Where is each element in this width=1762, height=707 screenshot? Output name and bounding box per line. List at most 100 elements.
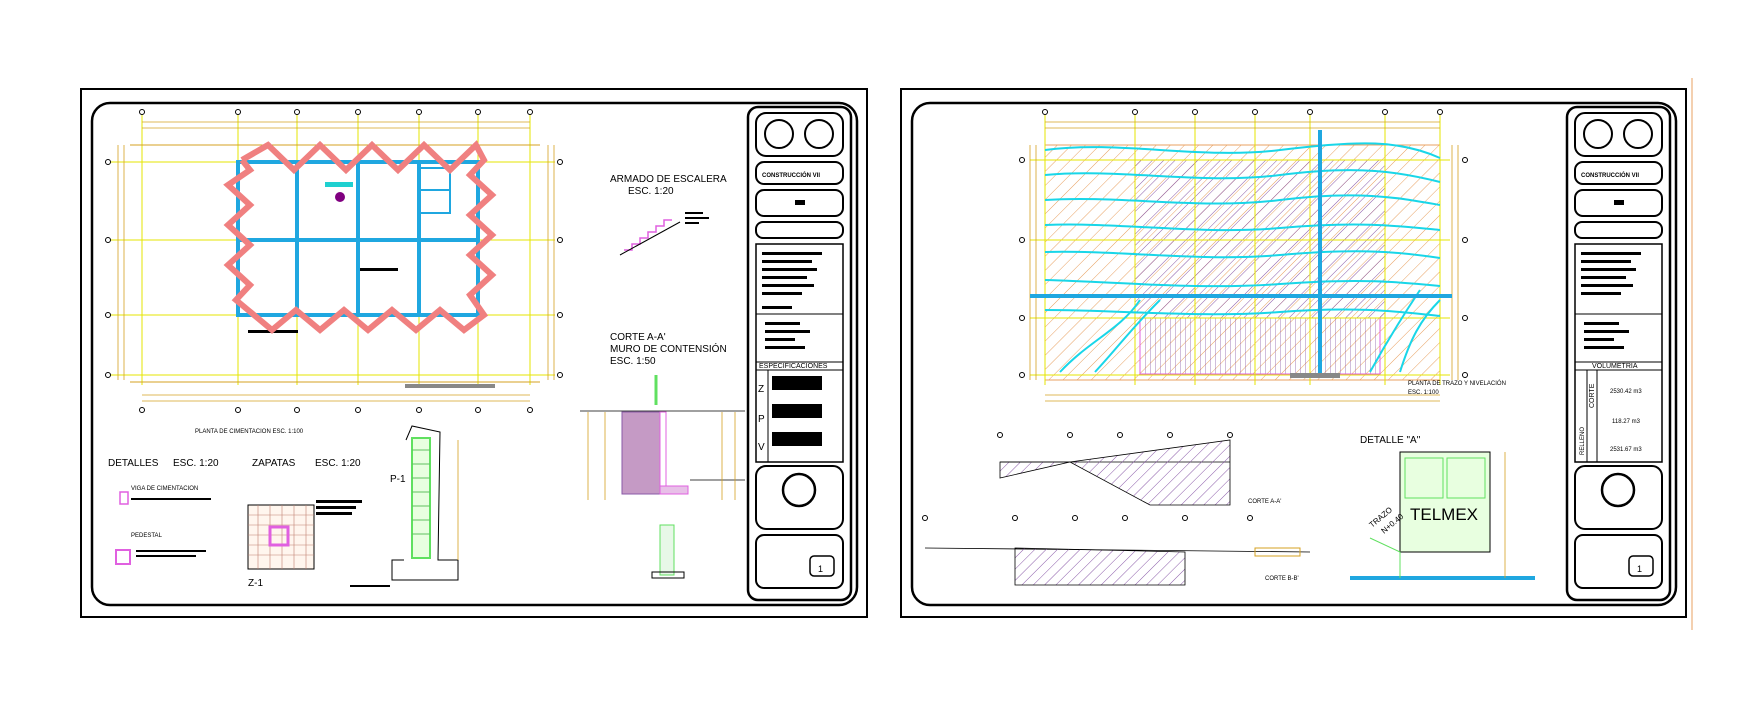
corte-bb-markers <box>922 515 1253 521</box>
tb1-frame <box>746 105 853 602</box>
stair-title: ARMADO DE ESCALERA <box>610 174 727 185</box>
telmex-label: TELMEX <box>1410 505 1478 524</box>
stair-slab <box>619 221 681 256</box>
tb2-logo-left <box>1583 119 1613 149</box>
detalles-scale: ESC. 1:20 <box>173 458 219 469</box>
tb2-sheet-box <box>1574 534 1663 589</box>
zapatas-label: ZAPATAS <box>252 458 296 469</box>
tb2-north-box <box>1574 465 1663 530</box>
tb2-volumetria: VOLUMETRÍA <box>1592 361 1638 370</box>
pedestal-notes-2 <box>136 555 196 557</box>
pedestal-p1-column <box>411 437 431 559</box>
tb2-north-arrow-icon <box>1600 472 1636 508</box>
tb1-title: CONSTRUCCIÓN VII <box>762 171 820 179</box>
leveling-scale: ESC. 1:100 <box>1408 390 1439 396</box>
sheet-2: PLANTA DE TRAZO Y NIVELACIÓN ESC. 1:100 … <box>900 78 1693 630</box>
tb1-logo-right <box>804 119 834 149</box>
tb2-vol-2: 118.27 m3 <box>1612 419 1641 425</box>
tb1-subtitle-box <box>755 189 844 217</box>
tb1-spec-z: Z <box>758 384 764 395</box>
tb2-subtitle-box <box>1574 189 1663 217</box>
corte-bb-ground <box>924 547 1311 553</box>
footing-z1-label: Z-1 <box>248 578 263 589</box>
detalles-label: DETALLES <box>108 458 159 469</box>
pedestal-symbol <box>115 549 131 565</box>
pedestal-p1-label: P-1 <box>390 474 406 485</box>
tb1-notes-lines <box>762 252 822 446</box>
tb1-north-arrow-icon <box>781 472 817 508</box>
fill-zone-hatch <box>1139 317 1381 375</box>
pedestal-label: PEDESTAL <box>131 533 163 539</box>
wall-masonry <box>621 411 661 495</box>
leveling-dims <box>1029 121 1459 402</box>
tb2-title-box <box>1574 161 1663 185</box>
tb1-sheet-num-box <box>809 555 835 577</box>
stair-scale: ESC. 1:20 <box>628 186 674 197</box>
contour-lines <box>1044 142 1441 373</box>
viga-detail-symbol <box>119 491 129 505</box>
sheet-2-outer-border <box>900 88 1687 618</box>
corte-aa-markers <box>997 432 1233 438</box>
corte-bb-stair <box>1254 547 1301 557</box>
telmex-cabinet <box>1399 451 1491 553</box>
wall-pier-base <box>651 571 685 579</box>
leveling-grid <box>1030 115 1450 385</box>
sheet-1-inner-border <box>90 101 859 607</box>
telmex-door-right <box>1446 457 1486 499</box>
tb2-corte-side: CORTE <box>1589 383 1596 408</box>
corte-bb-cut <box>1014 547 1186 586</box>
trazo-leader <box>1369 537 1401 578</box>
tb2-notes-box <box>1574 243 1663 463</box>
dimension-lines <box>117 121 555 402</box>
tb2-frame <box>1565 105 1672 602</box>
tb2-logo-right <box>1623 119 1653 149</box>
tb1-sheet-num: 1 <box>818 564 823 574</box>
wall-core <box>659 411 667 495</box>
tb1-bar-box <box>755 221 844 239</box>
muro-scale: ESC. 1:50 <box>610 356 656 367</box>
stair-beams <box>419 167 451 214</box>
sheet-1-outer-border <box>80 88 868 618</box>
sidewalk <box>405 384 495 388</box>
corte-aa-cut-left <box>999 461 1071 479</box>
building-hatch <box>1134 159 1386 319</box>
telmex-door-left <box>1404 457 1444 499</box>
tb2-notes-lines <box>1581 252 1641 349</box>
stair-notes <box>685 212 709 224</box>
sheet-2-inner-border <box>910 101 1678 607</box>
tb2-relleno-side: RELLENO <box>1580 427 1586 455</box>
zapatas-scale: ESC. 1:20 <box>315 458 361 469</box>
corte-aa-label: CORTE A-A' <box>1248 499 1281 505</box>
tb1-logo-left <box>764 119 794 149</box>
planta-cimentacion-caption: PLANTA DE CIMENTACION ESC. 1:100 <box>195 429 304 435</box>
leveling-sidewalk <box>1290 373 1340 378</box>
corte-aa-fill-right <box>1068 439 1231 506</box>
viga-notes <box>131 498 211 500</box>
pedestal-notes <box>136 550 206 552</box>
footing-z1-column <box>268 525 290 547</box>
cistern-circle <box>335 192 345 202</box>
pedestal-p1-ties <box>412 449 430 535</box>
tb1-north-box <box>755 465 844 530</box>
tb2-bar-box <box>1574 221 1663 239</box>
corte-aa-title: CORTE A-A' <box>610 332 666 343</box>
tb1-sheet-box <box>755 534 844 589</box>
tb1-spec-v: V <box>758 442 765 453</box>
leveling-axis-markers <box>1019 109 1468 378</box>
tb2-sheet-num-box <box>1628 555 1654 577</box>
viga-label: VIGA DE CIMENTACION <box>131 486 198 492</box>
muro-title: MURO DE CONTENSIÓN <box>610 342 727 355</box>
tb2-title: CONSTRUCCIÓN VII <box>1581 171 1639 179</box>
detalle-a-title: DETALLE "A" <box>1360 435 1421 446</box>
grid-axis-markers <box>105 109 563 413</box>
tb1-spec-p: P <box>758 414 765 425</box>
tb1-title-box <box>755 161 844 185</box>
tb2-vol-3: 2531.67 m3 <box>1610 447 1642 453</box>
tb1-notes-box <box>755 243 844 463</box>
tb1-spec-title: ESPECIFICACIONES <box>759 363 828 370</box>
plan-note <box>360 268 398 271</box>
leveling-caption: PLANTA DE TRAZO Y NIVELACIÓN <box>1408 380 1506 387</box>
tb2-logos <box>1574 112 1663 157</box>
tb2-subtitle-mark <box>1614 200 1624 205</box>
